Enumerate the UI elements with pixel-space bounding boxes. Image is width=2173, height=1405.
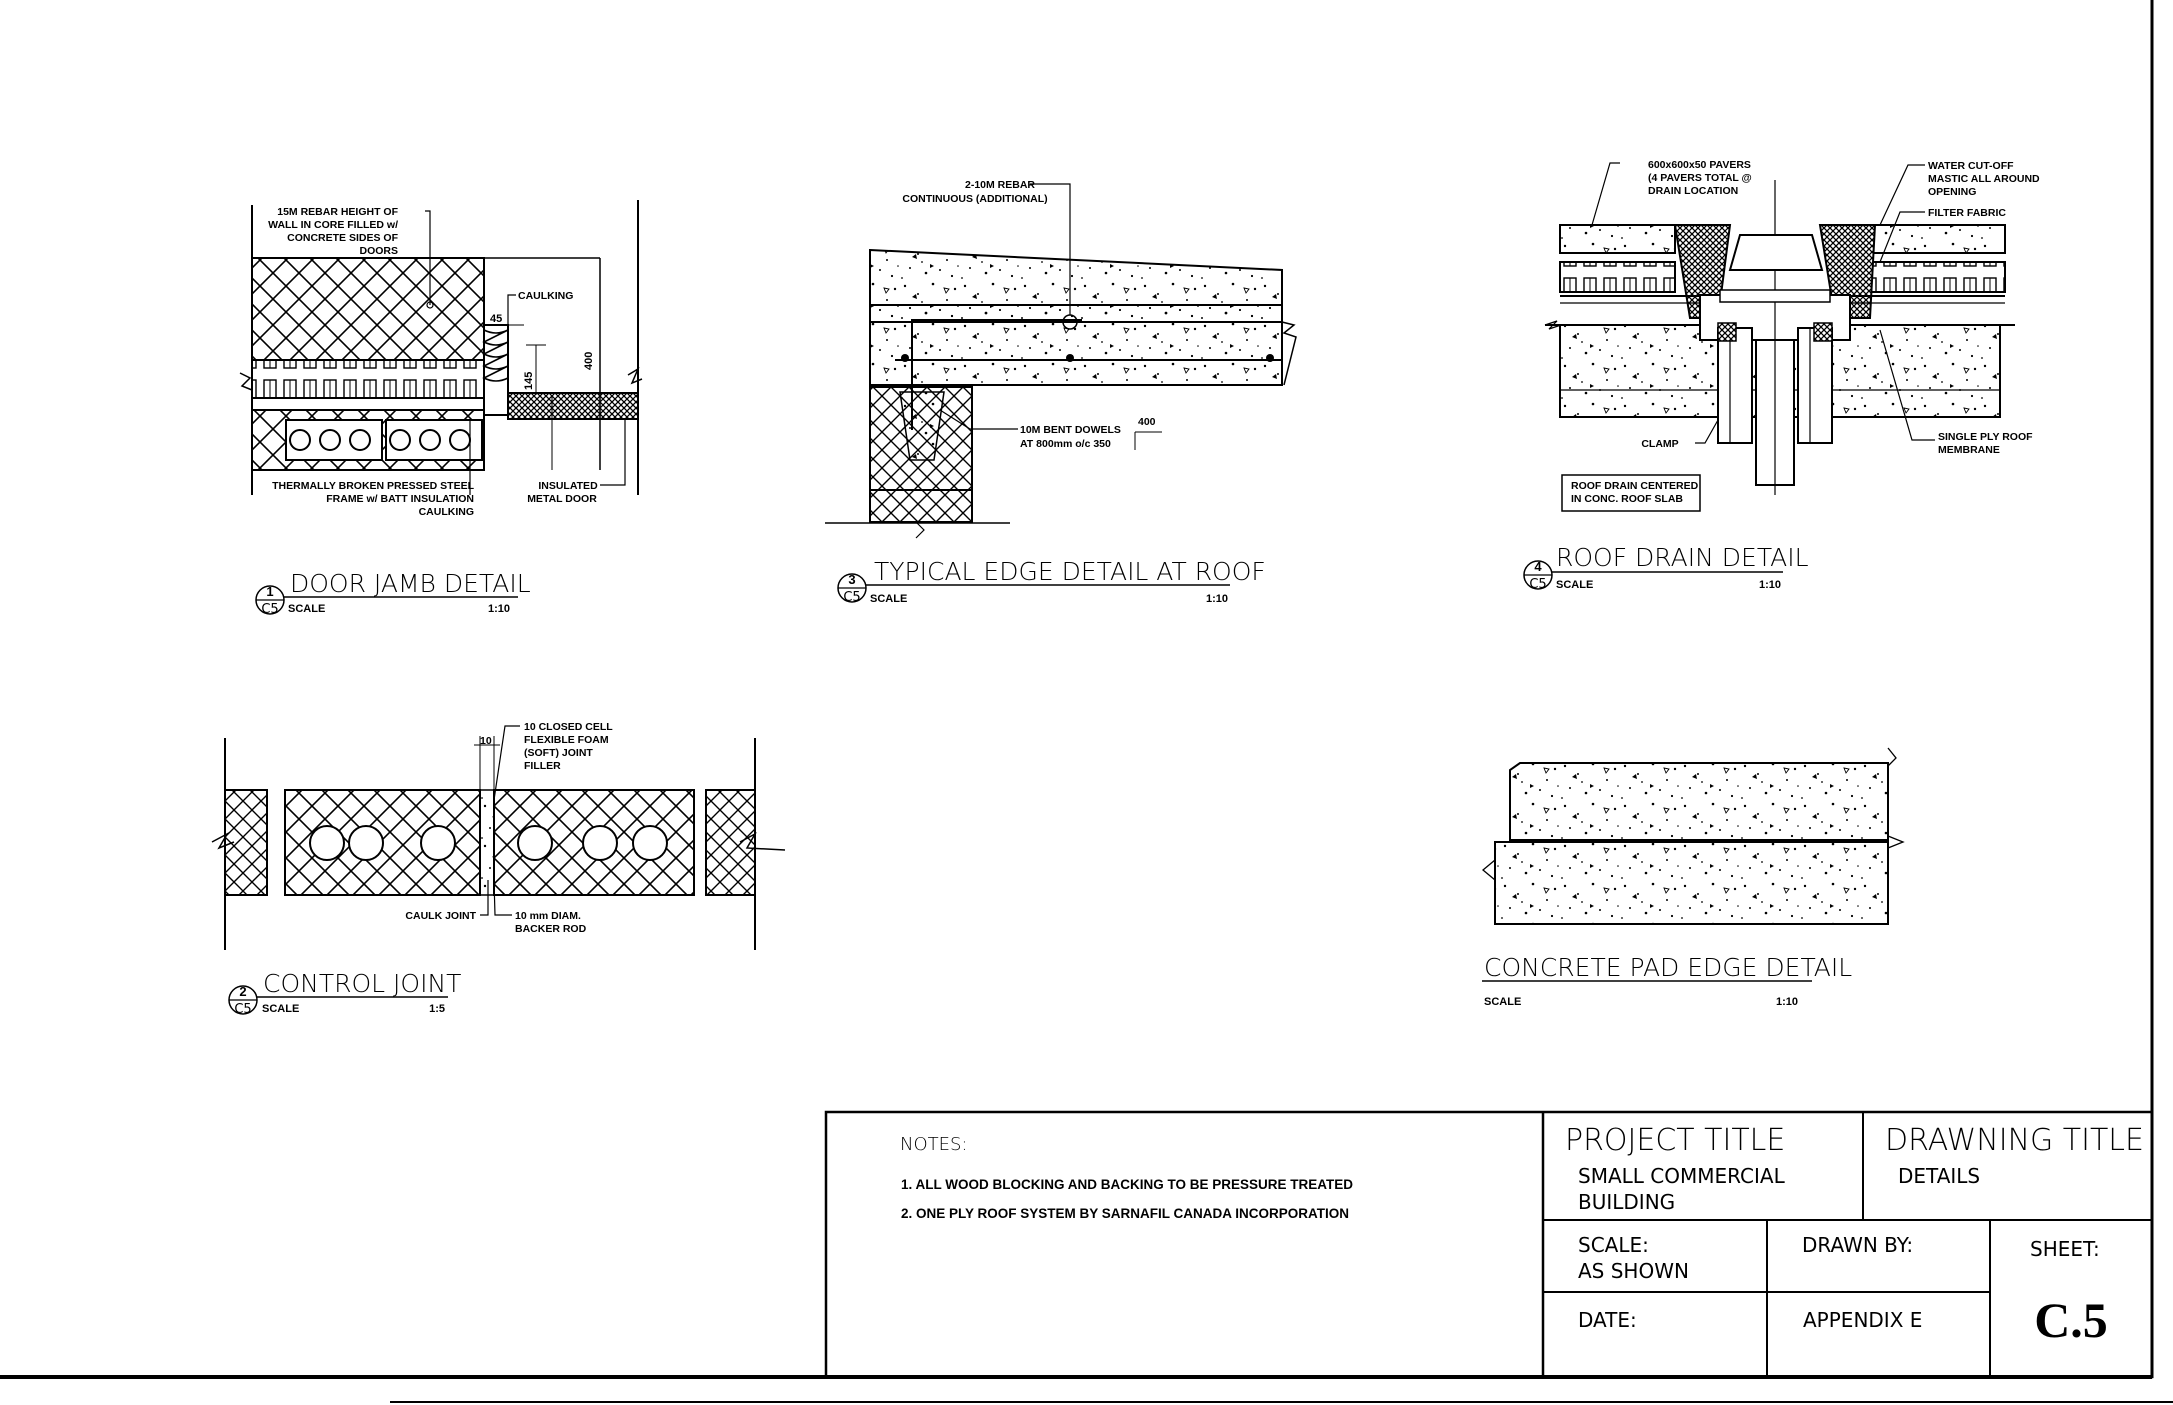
rd-scale-label: SCALE (1556, 579, 1593, 591)
note-2: 2. ONE PLY ROOF SYSTEM BY SARNAFIL CANAD… (901, 1206, 1349, 1221)
rd-label-membrane-2: MEMBRANE (1938, 444, 2000, 456)
dj-label-caulking: CAULKING (518, 290, 573, 302)
dj-label-frame-1: THERMALLY BROKEN PRESSED STEEL (272, 480, 474, 492)
sheet-number: C.5 (2034, 1292, 2108, 1348)
cj-callout-number: 2 (239, 984, 246, 999)
rd-callout-sheet: C5 (1529, 577, 1546, 592)
dj-label-rebar-2: WALL IN CORE FILLED w/ (268, 219, 398, 231)
project-title-label: PROJECT TITLE (1565, 1123, 1785, 1158)
dj-dim-45: 45 (490, 313, 502, 325)
rd-label-filter: FILTER FABRIC (1928, 207, 2006, 219)
cj-label-filler-3: (SOFT) JOINT (524, 747, 593, 759)
dj-dim-400: 400 (583, 352, 595, 370)
drawing-title-value: DETAILS (1898, 1164, 1980, 1188)
cj-label-rod-2: BACKER ROD (515, 923, 587, 935)
rd-label-water-3: OPENING (1928, 186, 1976, 198)
cj-scale-label: SCALE (262, 1003, 299, 1015)
cj-label-filler-2: FLEXIBLE FOAM (524, 734, 609, 746)
dj-label-door-2: METAL DOOR (527, 493, 597, 505)
re-dim-400: 400 (1138, 416, 1156, 428)
re-callout-sheet: C5 (843, 590, 860, 605)
rd-title: ROOF DRAIN DETAIL (1556, 543, 1809, 572)
re-label-dowel-2: AT 800mm o/c 350 (1020, 438, 1111, 450)
sheet-label: SHEET: (2030, 1237, 2100, 1261)
notes-heading: NOTES: (900, 1134, 968, 1155)
dj-label-rebar-3: CONCRETE SIDES OF (287, 232, 398, 244)
cp-title: CONCRETE PAD EDGE DETAIL (1484, 953, 1852, 982)
cj-scale-value: 1:5 (429, 1003, 445, 1015)
rd-label-water-1: WATER CUT-OFF (1928, 160, 2014, 172)
rd-label-clamp: CLAMP (1641, 438, 1678, 450)
rd-note-box (1561, 474, 1701, 512)
drawn-by-label: DRAWN BY: (1802, 1233, 1913, 1257)
cj-title: CONTROL JOINT (263, 969, 461, 998)
cp-scale-label: SCALE (1484, 996, 1521, 1008)
dj-label-rebar-1: 15M REBAR HEIGHT OF (277, 206, 398, 218)
re-scale-label: SCALE (870, 593, 907, 605)
dj-title: DOOR JAMB DETAIL (290, 569, 531, 598)
re-title: TYPICAL EDGE DETAIL AT ROOF (874, 557, 1266, 586)
re-callout-number: 3 (848, 572, 855, 587)
rd-callout-number: 4 (1534, 559, 1542, 574)
drawing-title-label: DRAWNING TITLE (1885, 1123, 2144, 1158)
project-title-line-2: BUILDING (1578, 1190, 1675, 1214)
rd-scale-value: 1:10 (1759, 579, 1781, 591)
date-label: DATE: (1578, 1308, 1637, 1332)
roof-drain-detail: 600x600x50 PAVERS (4 PAVERS TOTAL @ DRAI… (1523, 159, 2040, 592)
title-block: NOTES: 1. ALL WOOD BLOCKING AND BACKING … (824, 1110, 2154, 1379)
rd-label-water-2: MASTIC ALL AROUND (1928, 173, 2040, 185)
cj-dim-10: 10 (480, 735, 492, 747)
scale-value: AS SHOWN (1578, 1259, 1689, 1283)
cj-label-filler-4: FILLER (524, 760, 561, 772)
cj-label-filler-1: 10 CLOSED CELL (524, 721, 613, 733)
re-label-dowel-1: 10M BENT DOWELS (1020, 424, 1121, 436)
door-jamb-detail: 45 145 400 15M REBAR HEIGHT OF WALL IN C… (239, 200, 643, 617)
cj-label-caulk: CAULK JOINT (405, 910, 476, 922)
dj-label-door-1: INSULATED (538, 480, 598, 492)
re-scale-value: 1:10 (1206, 593, 1228, 605)
re-label-rebar-2: CONTINUOUS (ADDITIONAL) (902, 193, 1047, 205)
rd-label-pavers-2: (4 PAVERS TOTAL @ (1648, 172, 1752, 184)
rd-note-1: ROOF DRAIN CENTERED (1571, 480, 1699, 492)
rd-note-2: IN CONC. ROOF SLAB (1571, 493, 1683, 505)
appendix-label: APPENDIX E (1803, 1308, 1922, 1332)
dj-dim-145: 145 (523, 372, 535, 390)
rd-label-membrane-1: SINGLE PLY ROOF (1938, 431, 2033, 443)
cj-callout-sheet: C5 (234, 1002, 251, 1017)
roof-edge-detail: 2-10M REBAR CONTINUOUS (ADDITIONAL) 10M … (825, 179, 1297, 605)
dj-scale-label: SCALE (288, 603, 325, 615)
dj-label-rebar-4: DOORS (359, 245, 398, 257)
dj-label-frame-3: CAULKING (419, 506, 474, 518)
scale-label: SCALE: (1578, 1233, 1649, 1257)
dj-scale-value: 1:10 (488, 603, 510, 615)
cp-scale-value: 1:10 (1776, 996, 1798, 1008)
project-title-line-1: SMALL COMMERCIAL (1578, 1164, 1786, 1188)
rd-label-pavers-3: DRAIN LOCATION (1648, 185, 1738, 197)
note-1: 1. ALL WOOD BLOCKING AND BACKING TO BE P… (901, 1177, 1353, 1192)
rd-label-pavers-1: 600x600x50 PAVERS (1648, 159, 1751, 171)
concrete-pad-detail: CONCRETE PAD EDGE DETAIL SCALE 1:10 (1481, 747, 1905, 1008)
cj-label-rod-1: 10 mm DIAM. (515, 910, 581, 922)
re-label-rebar-1: 2-10M REBAR (965, 179, 1035, 191)
control-joint-detail: 10 10 CLOSED CELL FLEXIBLE FOAM (SOFT) J… (211, 721, 786, 1017)
dj-callout-number: 1 (266, 584, 273, 599)
dj-callout-sheet: C5 (261, 602, 278, 617)
dj-label-frame-2: FRAME w/ BATT INSULATION (326, 493, 474, 505)
